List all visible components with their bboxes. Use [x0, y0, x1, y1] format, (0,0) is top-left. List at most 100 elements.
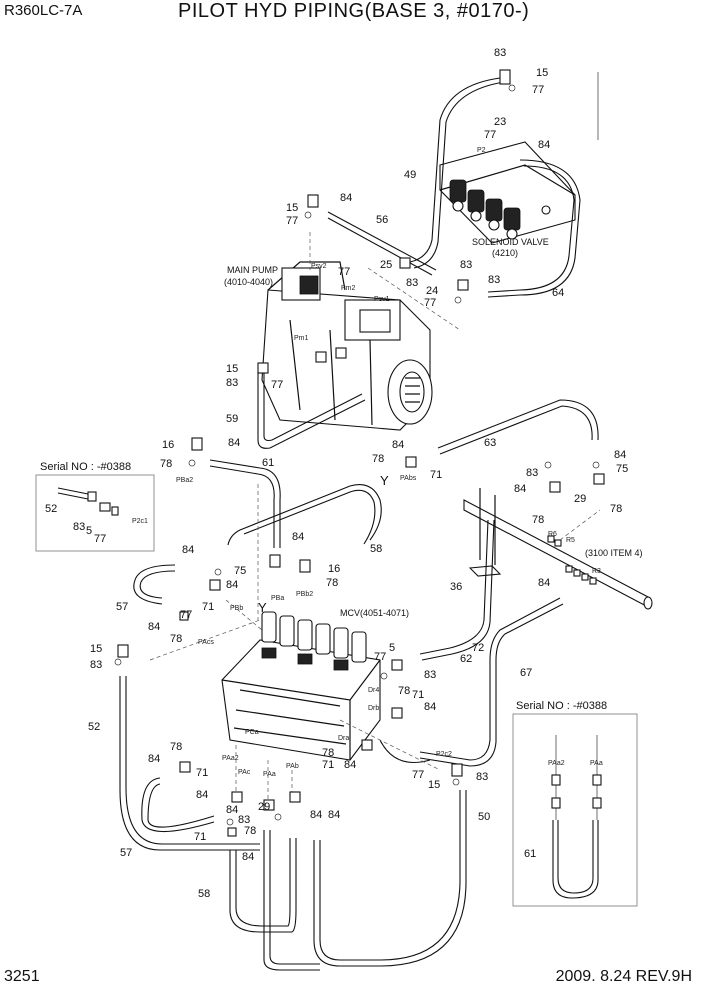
- svg-text:84: 84: [538, 577, 550, 589]
- svg-text:77: 77: [532, 84, 544, 96]
- svg-text:84: 84: [228, 437, 240, 449]
- svg-text:R5: R5: [566, 537, 575, 544]
- svg-text:71: 71: [194, 831, 206, 843]
- svg-text:77: 77: [412, 769, 424, 781]
- svg-text:PAa: PAa: [263, 771, 276, 778]
- svg-text:84: 84: [196, 789, 208, 801]
- svg-text:78: 78: [326, 577, 338, 589]
- svg-text:P2c1: P2c1: [132, 518, 148, 525]
- part-callouts: 83 15 77 23 77 84 49 15 84 77 56 25 77 8…: [88, 47, 628, 900]
- svg-text:67: 67: [520, 667, 532, 679]
- hoses: [119, 77, 599, 971]
- svg-text:84: 84: [538, 139, 550, 151]
- svg-text:15: 15: [428, 779, 440, 791]
- svg-text:Dr4: Dr4: [368, 687, 379, 694]
- svg-text:Pm2: Pm2: [341, 285, 356, 292]
- svg-text:PBb: PBb: [230, 605, 243, 612]
- svg-text:29: 29: [258, 801, 270, 813]
- svg-text:78: 78: [170, 633, 182, 645]
- svg-text:36: 36: [450, 581, 462, 593]
- svg-text:83: 83: [90, 659, 102, 671]
- page-number: 3251: [4, 968, 40, 985]
- svg-text:84: 84: [328, 809, 340, 821]
- svg-text:83: 83: [526, 467, 538, 479]
- svg-text:83: 83: [460, 259, 472, 271]
- svg-text:77: 77: [94, 533, 106, 545]
- svg-text:77: 77: [484, 129, 496, 141]
- svg-text:49: 49: [404, 169, 416, 181]
- svg-text:PAbs: PAbs: [400, 475, 417, 482]
- svg-text:84: 84: [148, 753, 160, 765]
- svg-text:78: 78: [372, 453, 384, 465]
- svg-text:50: 50: [478, 811, 490, 823]
- svg-text:84: 84: [340, 192, 352, 204]
- svg-text:71: 71: [322, 759, 334, 771]
- main-pump-ref: (4010-4040): [224, 277, 273, 287]
- revision-date: 2009. 8.24 REV.9H: [555, 968, 692, 985]
- svg-text:PAa2: PAa2: [222, 755, 239, 762]
- svg-text:16: 16: [162, 439, 174, 451]
- svg-text:PAcs: PAcs: [198, 639, 214, 646]
- svg-text:71: 71: [202, 601, 214, 613]
- svg-text:71: 71: [196, 767, 208, 779]
- svg-text:57: 57: [120, 847, 132, 859]
- item-ref-label: (3100 ITEM 4): [585, 548, 643, 558]
- svg-text:84: 84: [226, 804, 238, 816]
- svg-text:R6: R6: [548, 531, 557, 538]
- solenoid-valve: SOLENOID VALVE (4210) P2: [439, 141, 576, 258]
- svg-text:84: 84: [242, 851, 254, 863]
- svg-text:78: 78: [170, 741, 182, 753]
- main-control-valve: MCV(4051-4071): [221, 608, 409, 761]
- svg-text:84: 84: [614, 449, 626, 461]
- svg-text:56: 56: [376, 214, 388, 226]
- svg-text:Y: Y: [258, 600, 267, 615]
- svg-text:84: 84: [292, 531, 304, 543]
- svg-text:84: 84: [344, 759, 356, 771]
- svg-text:71: 71: [412, 689, 424, 701]
- svg-text:P2c2: P2c2: [436, 751, 452, 758]
- svg-text:78: 78: [610, 503, 622, 515]
- svg-text:78: 78: [160, 458, 172, 470]
- svg-text:72: 72: [472, 642, 484, 654]
- svg-text:75: 75: [234, 565, 246, 577]
- main-pump: MAIN PUMP (4010-4040) Psv2 Pm2 Psv1 Pm1: [224, 261, 433, 431]
- page-title: PILOT HYD PIPING(BASE 3, #0170-): [178, 0, 530, 22]
- svg-text:62: 62: [460, 653, 472, 665]
- svg-text:52: 52: [45, 503, 57, 515]
- svg-text:84: 84: [392, 439, 404, 451]
- svg-text:77: 77: [180, 609, 192, 621]
- svg-text:63: 63: [484, 437, 496, 449]
- svg-text:Dra: Dra: [338, 735, 349, 742]
- fittings: [114, 69, 605, 837]
- svg-text:78: 78: [532, 514, 544, 526]
- solenoid-valve-label: SOLENOID VALVE: [472, 237, 549, 247]
- svg-text:58: 58: [370, 543, 382, 555]
- svg-text:83: 83: [488, 274, 500, 286]
- svg-text:78: 78: [322, 747, 334, 759]
- svg-text:23: 23: [494, 116, 506, 128]
- svg-text:5: 5: [86, 525, 92, 537]
- svg-text:PBa: PBa: [271, 595, 284, 602]
- svg-text:83: 83: [406, 277, 418, 289]
- svg-text:PAb: PAb: [286, 763, 299, 770]
- svg-text:29: 29: [574, 493, 586, 505]
- svg-text:83: 83: [476, 771, 488, 783]
- svg-text:64: 64: [552, 287, 564, 299]
- svg-text:58: 58: [198, 888, 210, 900]
- svg-text:75: 75: [616, 463, 628, 475]
- svg-text:16: 16: [328, 563, 340, 575]
- svg-text:83: 83: [73, 521, 85, 533]
- svg-text:78: 78: [244, 825, 256, 837]
- svg-text:PAa2: PAa2: [548, 760, 565, 767]
- svg-text:15: 15: [226, 363, 238, 375]
- svg-text:71: 71: [430, 469, 442, 481]
- port-labels: PBa2 PAbs PBa PBb2 PBb PAcs Dr4 Drb Dra …: [176, 475, 601, 778]
- svg-text:R3: R3: [592, 568, 601, 575]
- svg-text:84: 84: [148, 621, 160, 633]
- leader-lines: [149, 72, 601, 800]
- svg-text:PCa: PCa: [245, 729, 259, 736]
- svg-text:15: 15: [536, 67, 548, 79]
- svg-text:PAa: PAa: [590, 760, 603, 767]
